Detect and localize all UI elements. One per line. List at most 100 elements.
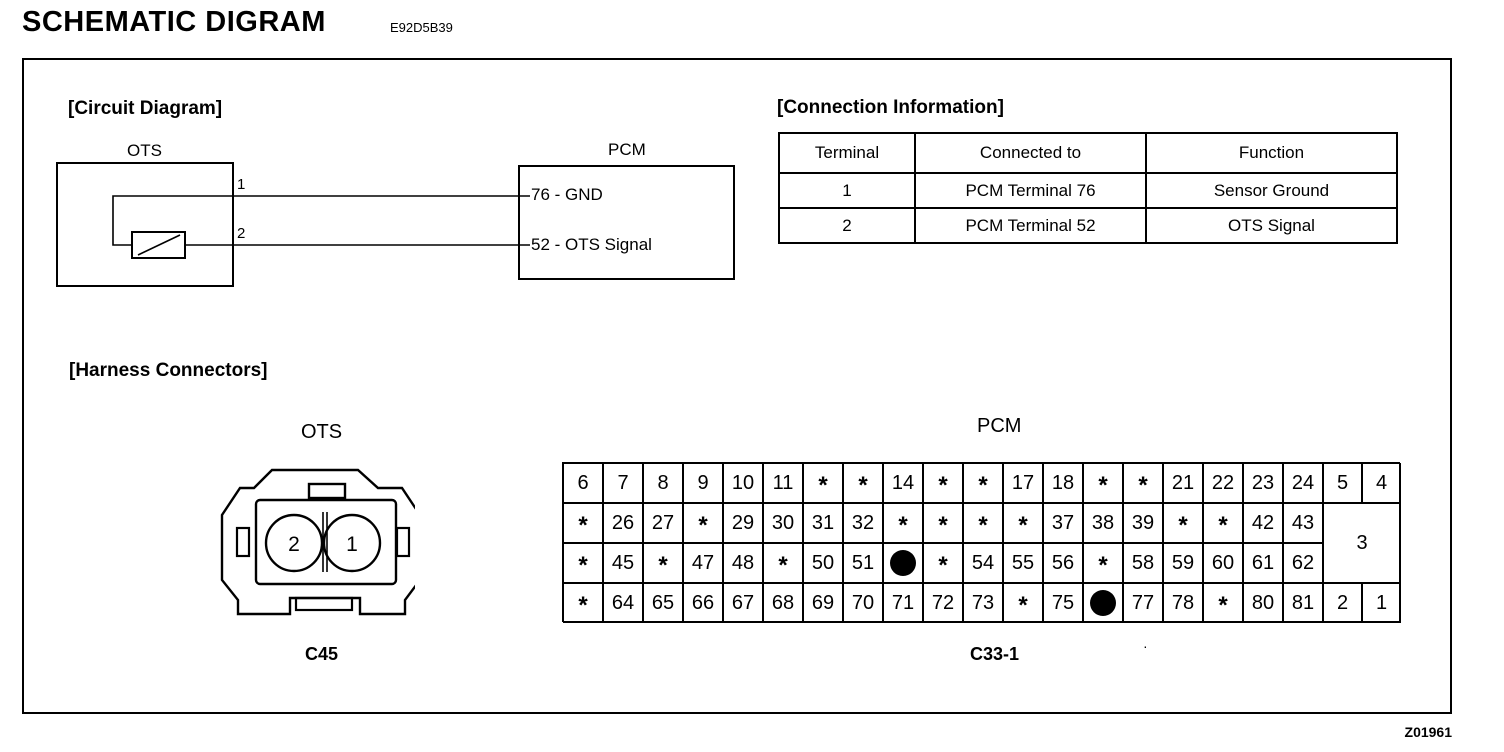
table-row: 2 PCM Terminal 52 OTS Signal (778, 207, 1398, 244)
pcm-pin: 59 (1163, 543, 1203, 583)
sensor-element-slash (137, 234, 181, 256)
pcm-pin: 50 (803, 543, 843, 583)
pcm-pin-unused: * (923, 503, 963, 543)
ots-connector-right-key (395, 526, 411, 558)
ots-connector-left-key (235, 526, 251, 558)
pcm-pin: 21 (1163, 463, 1203, 503)
pcm-pin: 43 (1283, 503, 1323, 543)
pcm-pin-unused: * (1163, 503, 1203, 543)
pcm-pin: 73 (963, 583, 1003, 623)
pcm-pin: 2 (1323, 583, 1362, 623)
pcm-pin: 54 (963, 543, 1003, 583)
pcm-pin-unused: * (1003, 503, 1043, 543)
pcm-pin: 70 (843, 583, 883, 623)
pcm-pin: 58 (1123, 543, 1163, 583)
pcm-pin: 69 (803, 583, 843, 623)
pcm-pin: 77 (1123, 583, 1163, 623)
pcm-pin: 8 (643, 463, 683, 503)
ots-pin-2-label: 2 (288, 533, 300, 556)
cell-terminal: 2 (778, 207, 916, 244)
column-header-function: Function (1145, 132, 1398, 174)
pcm-pin: 56 (1043, 543, 1083, 583)
pcm-pin: 23 (1243, 463, 1283, 503)
pcm-pin-plug-dot: ● (1090, 590, 1116, 616)
pcm-pin-unused: * (1003, 583, 1043, 623)
pcm-pin: 42 (1243, 503, 1283, 543)
ots-pin2-label: 2 (237, 225, 246, 242)
pcm-signal-terminal-label: 52 - OTS Signal (531, 235, 652, 254)
pcm-pin: 47 (683, 543, 723, 583)
pcm-pin-unused: * (763, 543, 803, 583)
pcm-pin: 65 (643, 583, 683, 623)
ots-connector-housing (220, 468, 415, 616)
cell-function: Sensor Ground (1145, 172, 1398, 209)
pcm-pin: 1 (1362, 583, 1401, 623)
cell-connected-to: PCM Terminal 52 (914, 207, 1147, 244)
ots-pin1-label: 1 (237, 176, 246, 193)
table-row: 1 PCM Terminal 76 Sensor Ground (778, 172, 1398, 209)
pcm-pin-unused: * (563, 583, 603, 623)
figure-id: Z01961 (1404, 724, 1452, 740)
pcm-pin-unused: * (963, 503, 1003, 543)
pcm-pin: 60 (1203, 543, 1243, 583)
pcm-pin-unused: * (643, 543, 683, 583)
pcm-pin: 9 (683, 463, 723, 503)
pcm-box (518, 165, 735, 280)
pcm-pin-unused: * (683, 503, 723, 543)
ots-connector-drawing: 2 1 (220, 468, 415, 616)
ots-pin-2-circle (264, 513, 324, 573)
connection-info-heading: [Connection Information] (777, 97, 1004, 118)
connection-info-table: Terminal Connected to Function 1 PCM Ter… (778, 132, 1398, 244)
circuit-diagram-heading: [Circuit Diagram] (68, 98, 223, 119)
pcm-pin: 6 (563, 463, 603, 503)
pcm-pin: 39 (1123, 503, 1163, 543)
pcm-pin-unused: * (883, 503, 923, 543)
pcm-pin-unused: * (1203, 503, 1243, 543)
pcm-pin: 62 (1283, 543, 1323, 583)
pcm-pin: 32 (843, 503, 883, 543)
page-title: SCHEMATIC DIGRAM (22, 6, 326, 38)
pcm-pin: 75 (1043, 583, 1083, 623)
pcm-pin: 7 (603, 463, 643, 503)
pcm-pin: 30 (763, 503, 803, 543)
pcm-pin: 17 (1003, 463, 1043, 503)
ots-pin-1-label: 1 (346, 533, 358, 556)
pcm-pin: 48 (723, 543, 763, 583)
ots-connector-label: OTS (301, 421, 343, 443)
ots-connector-latch (307, 482, 347, 500)
document-code: E92D5B39 (390, 20, 453, 35)
cell-function: OTS Signal (1145, 207, 1398, 244)
pcm-pin: 5 (1323, 463, 1362, 503)
pcm-pin-unused: * (1203, 583, 1243, 623)
cell-terminal: 1 (778, 172, 916, 209)
pcm-pin: 68 (763, 583, 803, 623)
pcm-pin: 4 (1362, 463, 1401, 503)
pcm-pin-unused: * (843, 463, 883, 503)
pcm-pin: 29 (723, 503, 763, 543)
pcm-pin: 31 (803, 503, 843, 543)
pcm-pin: 38 (1083, 503, 1123, 543)
diagram-frame (22, 58, 1452, 714)
pcm-pin: 51 (843, 543, 883, 583)
harness-connectors-heading: [Harness Connectors] (69, 360, 268, 381)
pcm-pin: 22 (1203, 463, 1243, 503)
pcm-pin-unused: * (1083, 463, 1123, 503)
stray-mark: · (1143, 638, 1148, 654)
pcm-pin: 66 (683, 583, 723, 623)
pcm-pin: 81 (1283, 583, 1323, 623)
pcm-pin-unused: * (1123, 463, 1163, 503)
pcm-pin-filled: ● (1083, 583, 1123, 623)
pcm-pin-unused: * (963, 463, 1003, 503)
pcm-ground-terminal-label: 76 - GND (531, 185, 603, 204)
pcm-pin-unused: * (563, 543, 603, 583)
column-header-terminal: Terminal (778, 132, 916, 174)
pcm-connector-code: C33-1 (970, 644, 1020, 664)
ots-connector-bottom-tab (294, 596, 354, 612)
cell-connected-to: PCM Terminal 76 (914, 172, 1147, 209)
pcm-pin: 71 (883, 583, 923, 623)
pcm-pin: 80 (1243, 583, 1283, 623)
pcm-pin: 10 (723, 463, 763, 503)
pcm-pin: 14 (883, 463, 923, 503)
pcm-pin: 78 (1163, 583, 1203, 623)
pcm-pin: 72 (923, 583, 963, 623)
